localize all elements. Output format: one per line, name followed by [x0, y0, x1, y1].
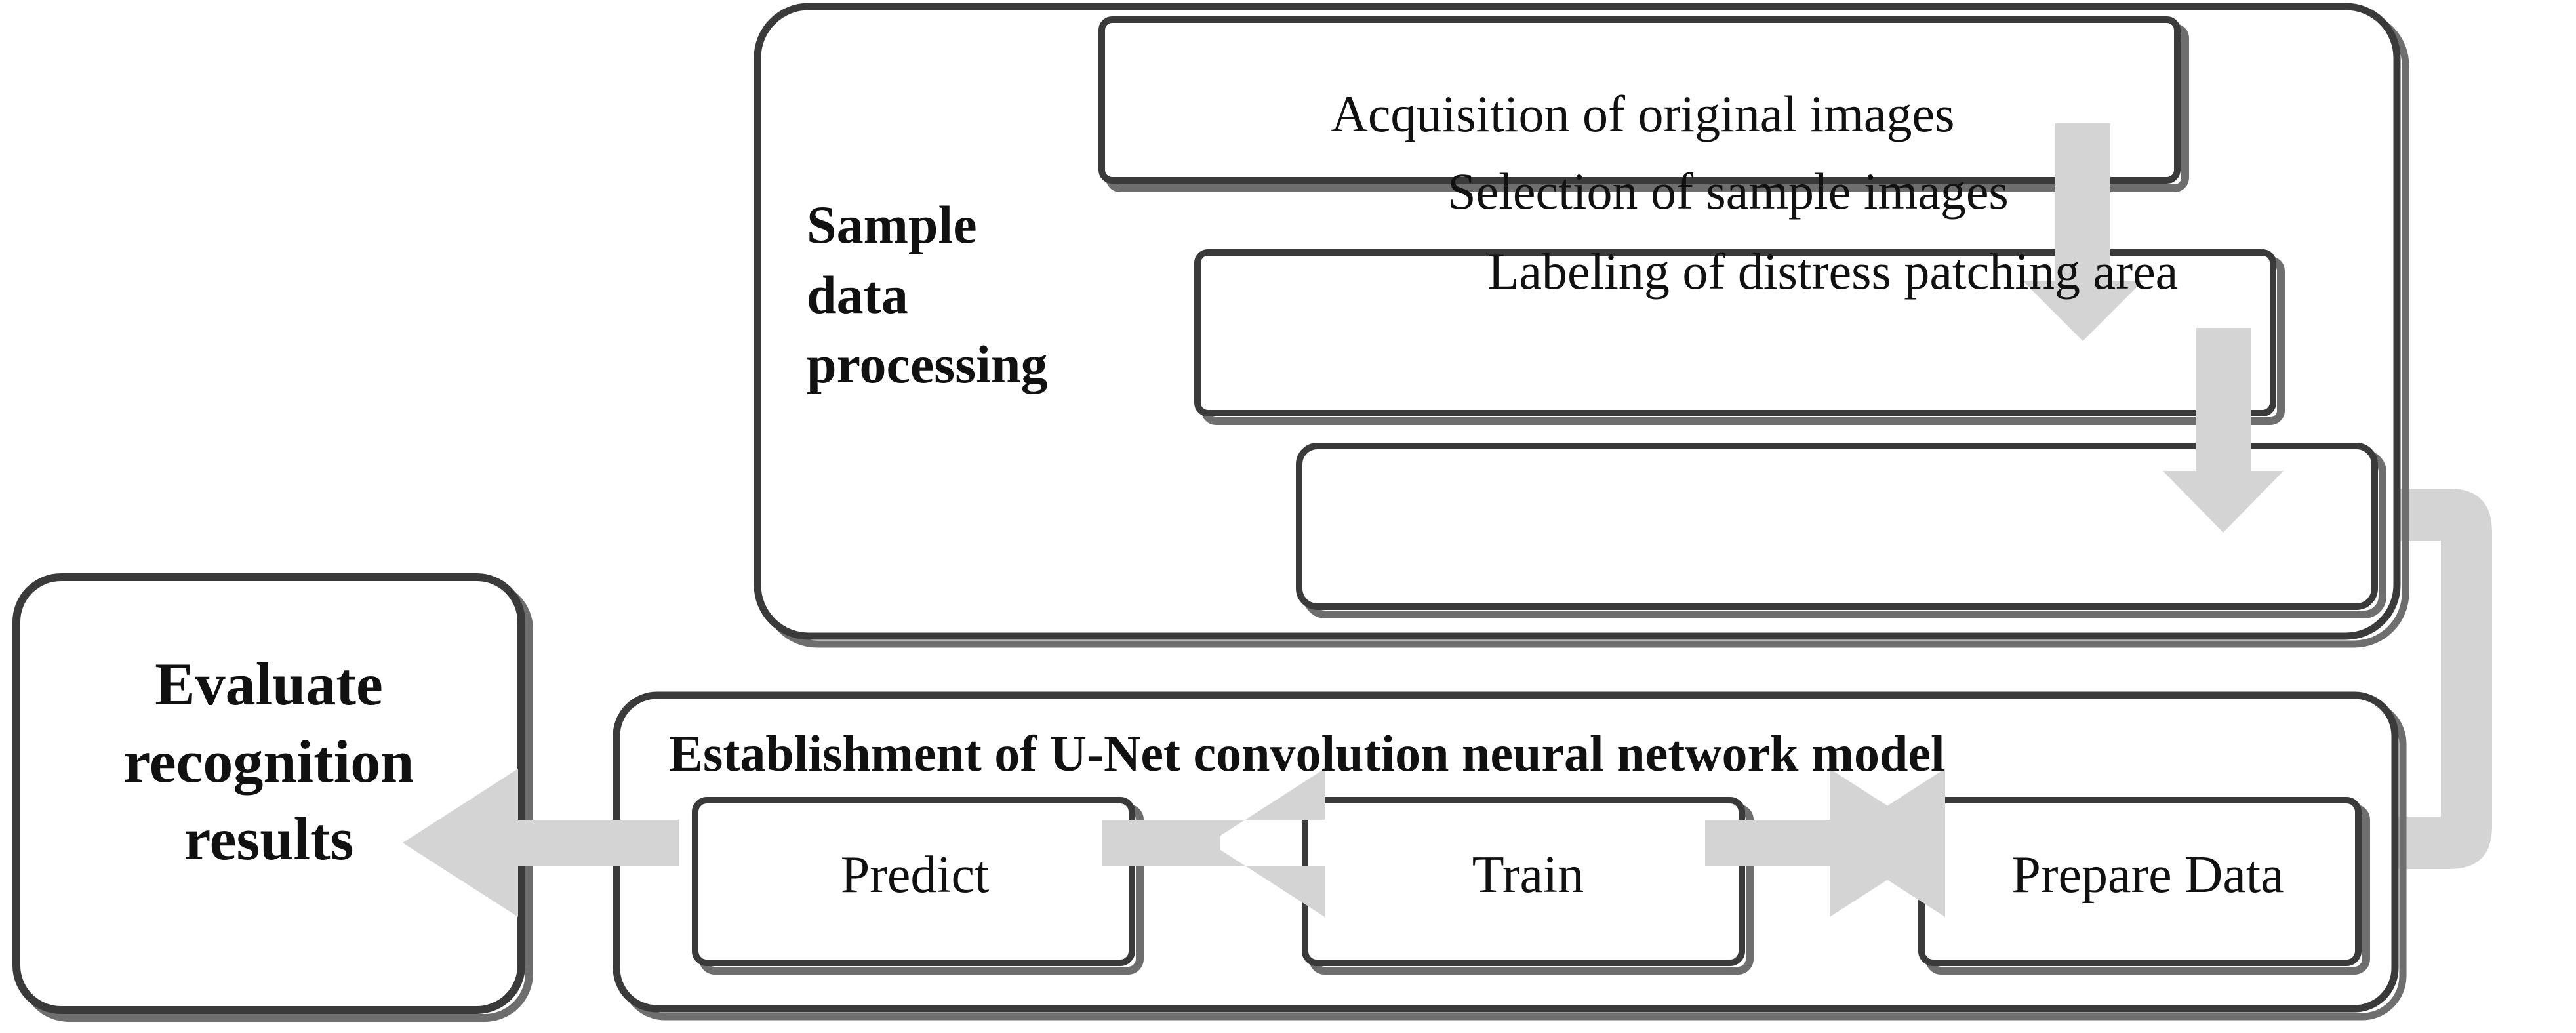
arrow-selection-to-labeling: [2163, 328, 2284, 533]
box-train: [1302, 797, 1754, 975]
box-evaluate-recognition-results: [12, 573, 533, 1022]
box-acquisition-of-original-images: [1098, 16, 2189, 192]
arrow-train-to-predict: [1102, 769, 1325, 917]
arrow-acquisition-to-selection: [2023, 123, 2143, 341]
box-prepare-data: [1918, 797, 2370, 975]
arrow-prepare-data-to-train: [1705, 769, 1945, 917]
arrow-predict-to-evaluate: [403, 769, 679, 917]
box-selection-of-sample-images: [1194, 249, 2285, 425]
box-predict: [692, 797, 1144, 975]
box-labeling-of-distress-patching-area: [1296, 443, 2386, 618]
